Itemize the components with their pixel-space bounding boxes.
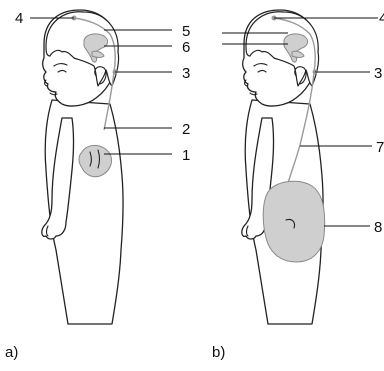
panel-a: 4 5 6 3 2 1 a) [5,10,190,361]
panel-b: 4 3 7 8 b) [212,10,384,361]
callout-a-6: 6 [182,39,190,56]
panel-b-label: b) [212,344,225,361]
callout-a-5: 5 [182,23,190,40]
callout-b-7: 7 [376,139,384,156]
panel-a-label: a) [5,344,18,361]
callout-a-2: 2 [182,121,190,138]
callout-a-1: 1 [182,147,190,164]
callout-b-4: 4 [379,10,384,27]
callout-b-3: 3 [374,65,382,82]
callout-a-4: 4 [15,10,23,27]
callout-b-8: 8 [374,219,382,236]
callout-a-3: 3 [182,65,190,82]
